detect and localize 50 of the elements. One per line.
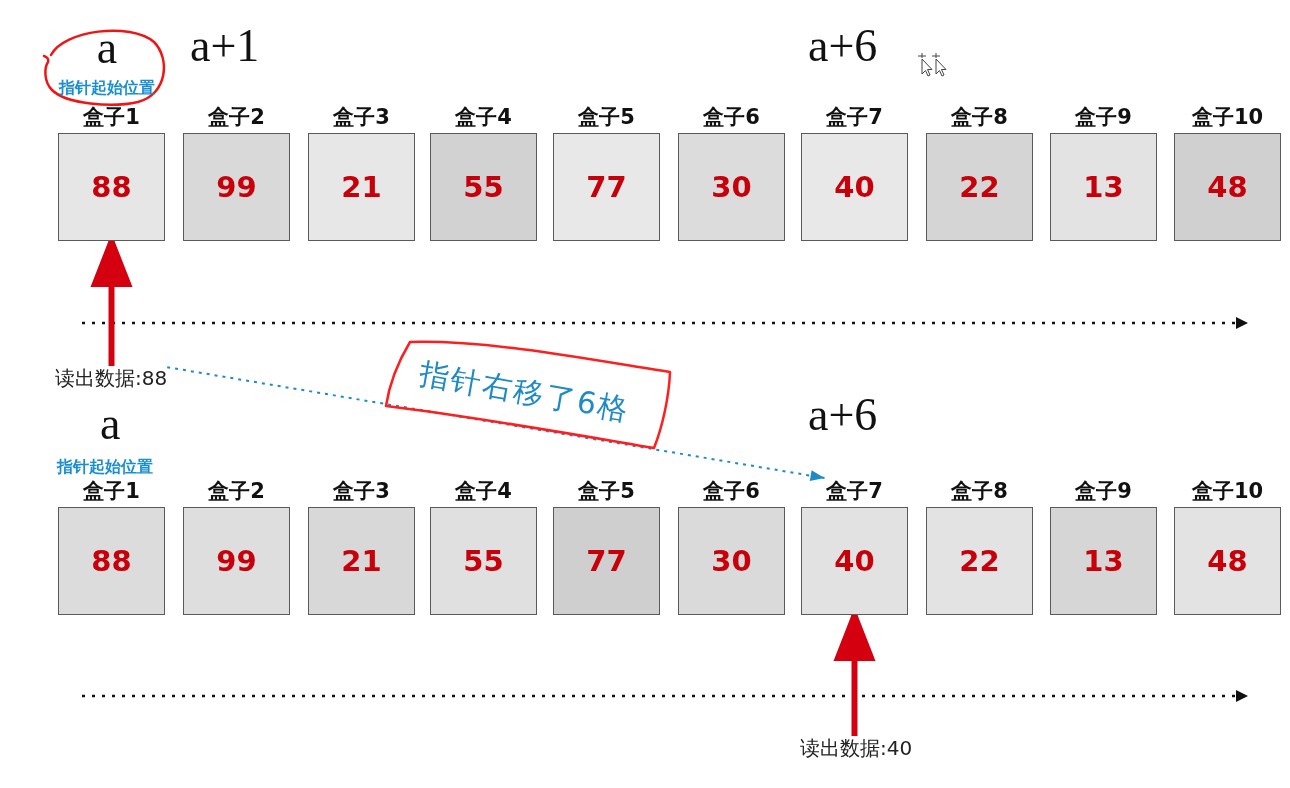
readout-label: 读出数据:88 bbox=[55, 366, 168, 390]
cell-label: 盒子4 bbox=[454, 478, 513, 504]
cell-label: 盒子6 bbox=[702, 104, 761, 130]
cell-label: 盒子2 bbox=[207, 478, 266, 504]
cell-label: 盒子9 bbox=[1074, 104, 1133, 130]
pointer-caption: 指针起始位置 bbox=[57, 78, 156, 98]
readout-label: 读出数据:40 bbox=[800, 736, 913, 760]
address-label: a+1 bbox=[190, 22, 260, 70]
cell-value: 13 bbox=[1083, 544, 1124, 578]
pointer-caption: 指针起始位置 bbox=[57, 457, 153, 477]
cell-value: 99 bbox=[216, 170, 257, 204]
cell-label: 盒子9 bbox=[1074, 478, 1133, 504]
cell-label: 盒子3 bbox=[332, 104, 391, 130]
cell-value: 55 bbox=[463, 170, 504, 204]
cell-value: 21 bbox=[341, 544, 382, 578]
cell-label: 盒子6 bbox=[702, 478, 761, 504]
cell-label: 盒子5 bbox=[577, 478, 636, 504]
arrow bbox=[166, 366, 826, 482]
cell-value: 99 bbox=[216, 544, 257, 578]
cell-value: 22 bbox=[959, 544, 1000, 578]
cell-value: 48 bbox=[1207, 544, 1248, 578]
cell-value: 13 bbox=[1083, 170, 1124, 204]
cell-label: 盒子8 bbox=[950, 104, 1009, 130]
cell-label: 盒子7 bbox=[825, 478, 884, 504]
cell-value: 21 bbox=[341, 170, 382, 204]
cell-value: 77 bbox=[586, 170, 627, 204]
cell-value: 40 bbox=[834, 170, 875, 204]
cell-value: 48 bbox=[1207, 170, 1248, 204]
cell-label: 盒子1 bbox=[82, 478, 141, 504]
cell-label: 盒子1 bbox=[82, 104, 141, 130]
cell-label: 盒子10 bbox=[1190, 478, 1265, 504]
cell-value: 55 bbox=[463, 544, 504, 578]
cell-value: 22 bbox=[959, 170, 1000, 204]
cell-value: 88 bbox=[91, 544, 132, 578]
cell-value: 30 bbox=[711, 170, 752, 204]
cell-label: 盒子5 bbox=[577, 104, 636, 130]
cell-label: 盒子4 bbox=[454, 104, 513, 130]
cell-label: 盒子3 bbox=[332, 478, 391, 504]
cell-value: 77 bbox=[586, 544, 627, 578]
address-label: a bbox=[95, 24, 119, 72]
address-label: a bbox=[100, 400, 121, 448]
cell-label: 盒子7 bbox=[825, 104, 884, 130]
cell-label: 盒子8 bbox=[950, 478, 1009, 504]
cell-value: 88 bbox=[91, 170, 132, 204]
address-label: a+6 bbox=[808, 22, 878, 70]
cell-value: 30 bbox=[711, 544, 752, 578]
address-label: a+6 bbox=[808, 391, 878, 439]
cell-value: 40 bbox=[834, 544, 875, 578]
cell-label: 盒子2 bbox=[207, 104, 266, 130]
cell-label: 盒子10 bbox=[1190, 104, 1265, 130]
